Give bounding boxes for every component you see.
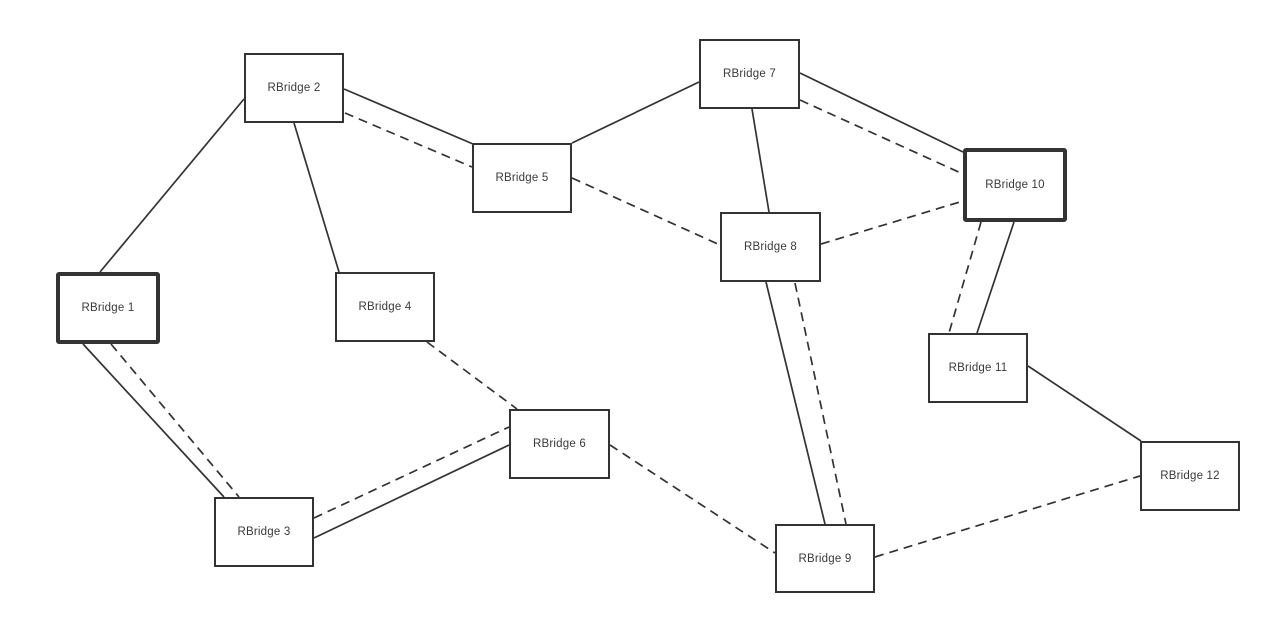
node-label-rbridge-10: RBridge 10 <box>985 179 1045 191</box>
edge-rbridge-1-rbridge-3-dashed <box>110 343 240 498</box>
edge-rbridge-2-rbridge-4-solid <box>293 122 340 273</box>
edge-rbridge-11-rbridge-12-solid <box>1027 365 1142 442</box>
edge-rbridge-10-rbridge-11-solid <box>976 221 1015 334</box>
edge-rbridge-1-rbridge-3-solid <box>82 343 225 498</box>
edge-rbridge-7-rbridge-8-solid <box>751 108 770 213</box>
node-label-rbridge-6: RBridge 6 <box>533 438 586 450</box>
edge-rbridge-2-rbridge-5-dashed <box>344 112 473 168</box>
node-label-rbridge-5: RBridge 5 <box>495 172 549 184</box>
node-rbridge-10: RBridge 10 <box>963 148 1067 222</box>
node-label-rbridge-4: RBridge 4 <box>358 301 412 313</box>
node-rbridge-3: RBridge 3 <box>214 497 314 567</box>
node-rbridge-6: RBridge 6 <box>509 409 610 479</box>
node-label-rbridge-12: RBridge 12 <box>1160 470 1220 482</box>
node-label-rbridge-8: RBridge 8 <box>744 241 797 253</box>
node-rbridge-11: RBridge 11 <box>928 333 1028 403</box>
edge-rbridge-5-rbridge-8-dashed <box>571 177 721 246</box>
edge-rbridge-8-rbridge-10-dashed <box>820 200 964 245</box>
node-rbridge-12: RBridge 12 <box>1140 441 1240 511</box>
edge-rbridge-5-rbridge-7-solid <box>571 81 700 144</box>
edge-rbridge-3-rbridge-6-solid <box>313 444 510 539</box>
node-rbridge-5: RBridge 5 <box>472 143 572 213</box>
edge-rbridge-8-rbridge-9-dashed <box>794 282 847 525</box>
edge-rbridge-3-rbridge-6-dashed <box>313 426 510 519</box>
node-label-rbridge-1: RBridge 1 <box>81 302 135 314</box>
node-rbridge-9: RBridge 9 <box>775 524 875 593</box>
node-label-rbridge-7: RBridge 7 <box>723 68 776 80</box>
edge-rbridge-2-rbridge-5-solid <box>343 88 474 145</box>
edge-rbridge-7-rbridge-10-solid <box>799 72 964 153</box>
node-rbridge-1: RBridge 1 <box>56 272 160 344</box>
edge-rbridge-6-rbridge-9-dashed <box>609 444 776 554</box>
edge-rbridge-8-rbridge-9-solid <box>765 281 826 525</box>
edge-rbridge-9-rbridge-12-dashed <box>874 475 1141 558</box>
node-rbridge-8: RBridge 8 <box>720 212 821 282</box>
node-rbridge-2: RBridge 2 <box>244 53 344 123</box>
edge-rbridge-1-rbridge-2-solid <box>99 98 245 273</box>
node-rbridge-7: RBridge 7 <box>699 39 800 109</box>
node-label-rbridge-2: RBridge 2 <box>267 82 321 94</box>
node-label-rbridge-3: RBridge 3 <box>237 526 291 538</box>
edge-rbridge-10-rbridge-11-dashed <box>948 221 982 334</box>
node-label-rbridge-11: RBridge 11 <box>948 362 1008 374</box>
node-label-rbridge-9: RBridge 9 <box>798 552 852 565</box>
node-rbridge-4: RBridge 4 <box>335 272 435 342</box>
edge-rbridge-4-rbridge-6-dashed <box>426 341 518 410</box>
